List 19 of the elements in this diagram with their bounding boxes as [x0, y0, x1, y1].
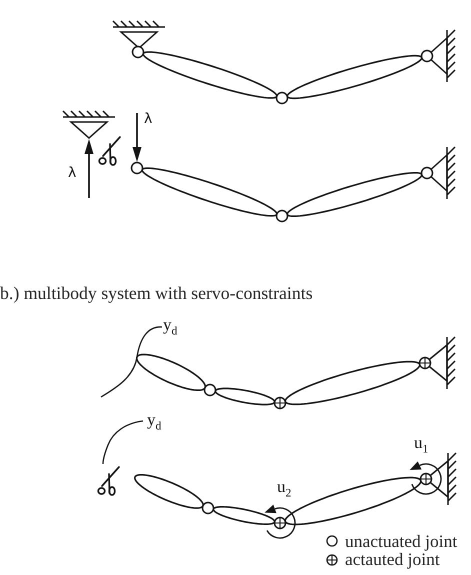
link-body — [142, 51, 278, 99]
legend-label: actauted joint — [345, 550, 440, 569]
link-body — [286, 172, 423, 218]
section-heading: b.) multibody system with servo-constraints — [0, 283, 313, 304]
link-body — [136, 354, 206, 392]
link-body — [284, 360, 421, 406]
trajectory-label: y$_{d}$ — [163, 315, 178, 335]
force-label: λ — [68, 165, 76, 182]
link-body — [141, 167, 278, 217]
torque-label: u$_{1}$ — [414, 433, 428, 453]
link-body — [286, 54, 423, 100]
legend-label: unactuated joint — [345, 532, 458, 550]
link-body — [214, 388, 276, 406]
force-label: λ — [144, 111, 152, 128]
trajectory-label: y$_{d}$ — [147, 410, 162, 430]
torque-label: u$_{2}$ — [277, 477, 292, 497]
link-body — [134, 474, 204, 509]
link-body — [284, 476, 422, 526]
link-body — [212, 506, 276, 525]
